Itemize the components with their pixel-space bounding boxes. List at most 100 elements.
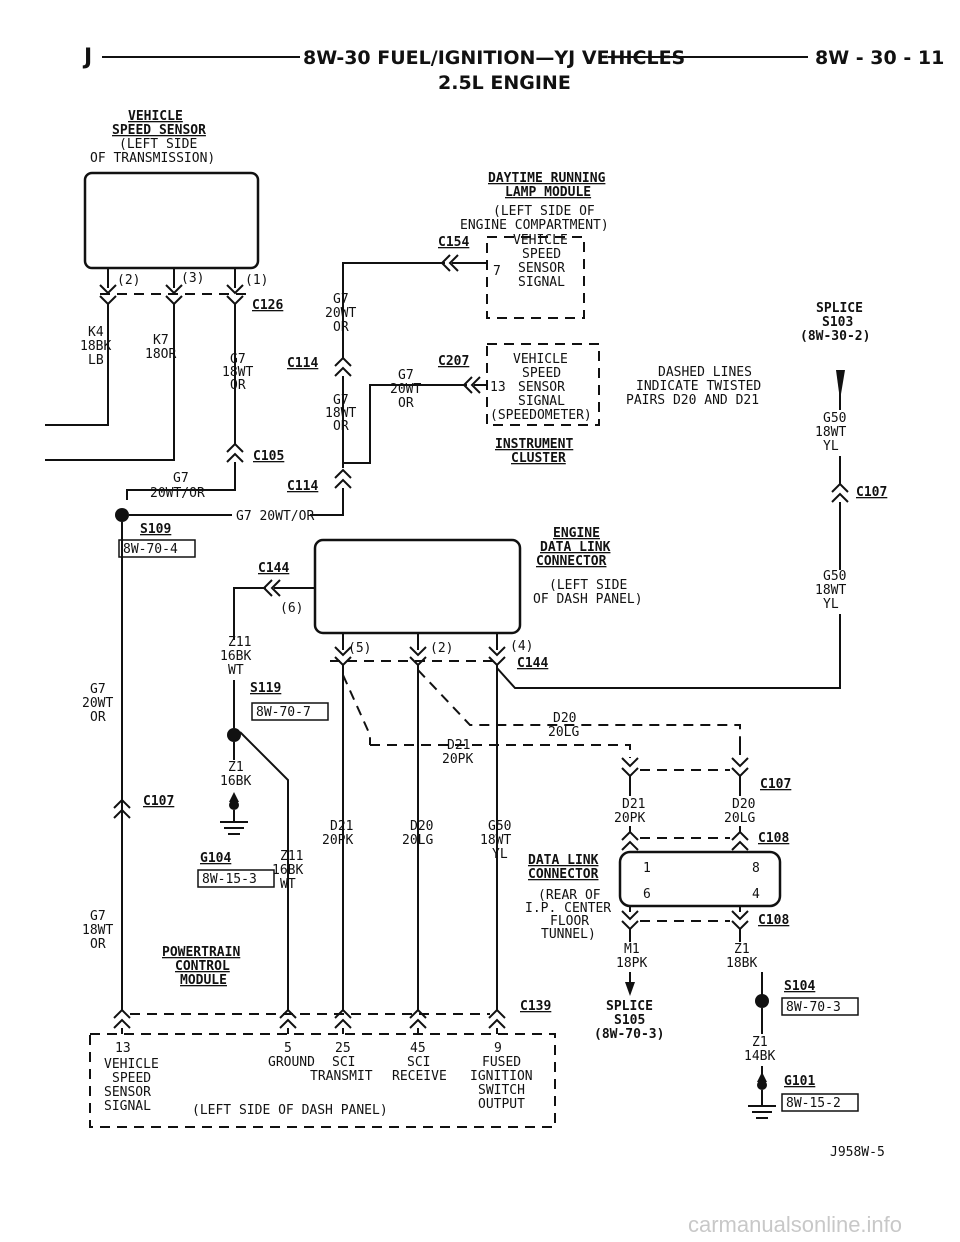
pcm-pin9-f2: IGNITION — [470, 1069, 533, 1084]
c144-left-label: C144 — [258, 561, 289, 576]
header-left: J — [82, 45, 92, 70]
d20-r-2: 20LG — [724, 811, 755, 826]
g50-a-3: YL — [823, 439, 839, 454]
dlc-eng-loc-2: OF DASH PANEL) — [533, 592, 643, 607]
g7-s-2: 20WT/OR — [150, 486, 205, 501]
k7-color-2: 18OR — [145, 347, 176, 362]
vss-wire-labels: K4 18BK LB K7 18OR G7 18WT OR C105 G7 20… — [80, 325, 284, 501]
pcm-pin25-f1: SCI — [332, 1055, 355, 1070]
c108-bottom-label: C108 — [758, 913, 789, 928]
dlc-rear-loc-4: TUNNEL) — [541, 927, 596, 942]
s103-l1: SPLICE — [816, 301, 863, 316]
g7-left-a-2: 20WT — [82, 696, 113, 711]
g7-b-3: OR — [333, 419, 349, 434]
z11-b-3: WT — [280, 877, 296, 892]
vehicle-speed-sensor: VEHICLE SPEED SENSOR (LEFT SIDE OF TRANS… — [83, 109, 283, 313]
dlc-rear-pin1: 1 — [643, 861, 651, 876]
z11-b-1: Z11 — [280, 849, 303, 864]
c107-mid-label: C107 — [760, 777, 791, 792]
pcm-name-2: CONTROL — [175, 959, 230, 974]
z11-a-1: Z11 — [228, 635, 251, 650]
g7-left-b-2: 18WT — [82, 923, 113, 938]
pcm-pin25-f2: TRANSMIT — [310, 1069, 373, 1084]
c105-label: C105 — [253, 449, 284, 464]
g7-h-label: G7 20WT/OR — [236, 509, 314, 524]
g50-c-3: YL — [492, 847, 508, 862]
s103-l2: S103 — [822, 315, 853, 330]
s119-ref-box — [251, 702, 329, 721]
drl-pin: 7 — [493, 264, 501, 279]
pcm-pin13-f2: SPEED — [112, 1071, 151, 1086]
cluster-func-4: SIGNAL — [518, 394, 565, 409]
c144-bottom-label: C144 — [517, 656, 548, 671]
drl-func-4: SIGNAL — [518, 275, 565, 290]
vss-box — [83, 171, 260, 270]
d20-h-1: D20 — [553, 711, 576, 726]
dlc-rear-pin8: 8 — [752, 861, 760, 876]
dlc-rear-loc-2: I.P. CENTER — [525, 901, 611, 916]
header-page: 8W - 30 - 11 — [815, 47, 944, 69]
m1-1: M1 — [624, 942, 640, 957]
g7-top-2: 20WT — [325, 306, 356, 321]
pcm-pin13-f3: SENSOR — [104, 1085, 151, 1100]
s105-l2: S105 — [614, 1013, 645, 1028]
z1-b-1: Z1 — [734, 942, 750, 957]
s103-l3: (8W-30-2) — [800, 329, 870, 344]
engine-data-link-connector: ENGINE DATA LINK CONNECTOR (LEFT SIDE OF… — [233, 526, 643, 671]
g101-ref-box — [781, 1093, 859, 1112]
d21-a-1: D21 — [330, 819, 353, 834]
d20-a-1: D20 — [410, 819, 433, 834]
g50-a-2: 18WT — [815, 425, 846, 440]
pcm-name-3: MODULE — [180, 973, 227, 988]
z1-c-1: Z1 — [752, 1035, 768, 1050]
cluster-func-1: VEHICLE — [513, 352, 568, 367]
s104-label: S104 — [784, 979, 815, 994]
g50-c-1: G50 — [488, 819, 511, 834]
z1-ground-circuit: S104 8W-70-3 Z1 14BK G101 8W-15-2 — [744, 972, 859, 1119]
dlc-eng-pin6: (6) — [280, 601, 303, 616]
pcm-pin13: 13 — [115, 1041, 131, 1056]
vss-loc-2: OF TRANSMISSION) — [90, 151, 215, 166]
powertrain-control-module: POWERTRAIN CONTROL MODULE C139 13 VEHICL… — [89, 945, 556, 1128]
d21-r-1: D21 — [622, 797, 645, 812]
pcm-name-1: POWERTRAIN — [162, 945, 240, 960]
s103-splice: SPLICE S103 (8W-30-2) G50 18WT YL C107 G… — [496, 301, 887, 689]
c107-left-label: C107 — [143, 794, 174, 809]
drl-loc-2: ENGINE COMPARTMENT) — [460, 218, 609, 233]
vss-pin-2: (2) — [117, 273, 140, 288]
figure-id: J958W-5 — [830, 1145, 885, 1160]
d21-r-2: 20PK — [614, 811, 645, 826]
g101-label: G101 — [784, 1074, 815, 1089]
g7-b-2: 18WT — [325, 406, 356, 421]
pcm-pin9: 9 — [494, 1041, 502, 1056]
g7-left-b-1: G7 — [90, 909, 106, 924]
c114a-label: C114 — [287, 356, 318, 371]
d21-h-2: 20PK — [442, 752, 473, 767]
drl-module: DAYTIME RUNNING LAMP MODULE (LEFT SIDE O… — [287, 171, 609, 505]
dlc-eng-pin2: (2) — [430, 641, 453, 656]
cluster-func-5: (SPEEDOMETER) — [490, 408, 592, 423]
note-line-1: DASHED LINES — [658, 365, 752, 380]
z11-a-3: WT — [228, 663, 244, 678]
g50-c-2: 18WT — [480, 833, 511, 848]
z1-c-2: 14BK — [744, 1049, 775, 1064]
cluster-pin: 13 — [490, 380, 506, 395]
g7-left-a-1: G7 — [90, 682, 106, 697]
rear-data-link-connector: C107 D21 20PK D20 20LG C108 1 8 6 4 DATA… — [525, 757, 791, 1042]
g50-a-1: G50 — [823, 411, 846, 426]
header-subtitle: 2.5L ENGINE — [438, 72, 571, 94]
z11-ground-circuit: Z11 16BK WT S119 8W-70-7 Z1 16BK G104 8W… — [197, 635, 329, 1010]
pcm-pin45: 45 — [410, 1041, 426, 1056]
vss-pin-1: (1) — [245, 273, 268, 288]
pcm-location: (LEFT SIDE OF DASH PANEL) — [192, 1103, 388, 1118]
c139-label: C139 — [520, 999, 551, 1014]
cluster-func-2: SPEED — [522, 366, 561, 381]
s105-l3: (8W-70-3) — [594, 1027, 664, 1042]
s109-ref: 8W-70-4 — [123, 542, 178, 557]
g50-b-2: 18WT — [815, 583, 846, 598]
z1-b-2: 18BK — [726, 956, 757, 971]
s119-ref: 8W-70-7 — [256, 705, 311, 720]
drl-name-1: DAYTIME RUNNING — [488, 171, 606, 186]
header-title: 8W-30 FUEL/IGNITION—YJ VEHICLES — [303, 47, 685, 69]
